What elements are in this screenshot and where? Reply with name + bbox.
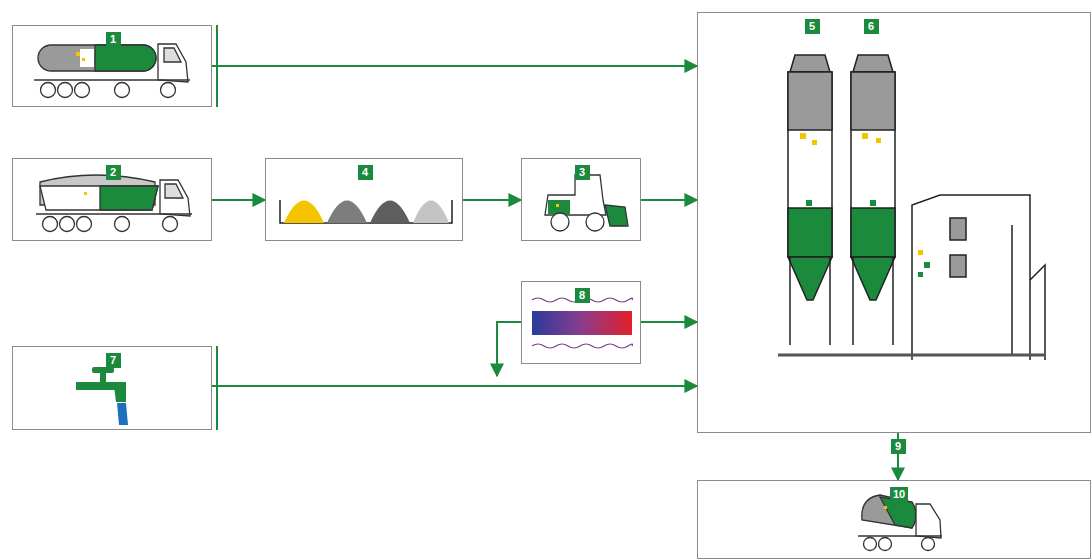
plant-panel: 56	[697, 12, 1091, 433]
callout-number: 4	[358, 165, 373, 180]
batching-plant	[778, 55, 1045, 360]
feed-bar	[216, 346, 218, 430]
flow-arrow	[212, 199, 265, 201]
flow-arrow	[463, 199, 521, 201]
badge-slot: 2	[106, 162, 121, 180]
badge-slot: 7	[106, 350, 121, 368]
mixing-building	[912, 195, 1045, 360]
process-box: 3	[521, 158, 641, 241]
callout-number: 1	[106, 32, 121, 47]
flow-arrow	[212, 385, 697, 387]
badge-slot: 4	[358, 162, 373, 180]
callout-number: 5	[805, 19, 820, 34]
callout-number: 9	[891, 439, 906, 454]
callout-number: 8	[575, 288, 590, 303]
badge-slot: 8	[575, 285, 590, 303]
process-box: 10	[697, 480, 1091, 559]
silo	[851, 55, 895, 345]
flow-arrow	[641, 199, 697, 201]
badge-slot: 3	[575, 162, 590, 180]
wheel-loader	[545, 175, 628, 231]
callout-number: 7	[106, 353, 121, 368]
silo	[788, 55, 832, 345]
process-box: 2	[12, 158, 212, 241]
process-box: 4	[265, 158, 463, 241]
callout-number: 2	[106, 165, 121, 180]
callout-number: 10	[890, 487, 908, 502]
callout-number: 6	[864, 19, 879, 34]
aggregate-piles	[280, 200, 452, 223]
badge-slot: 5	[805, 16, 820, 34]
callout-number: 3	[575, 165, 590, 180]
process-box: 1	[12, 25, 212, 107]
branch-arrow	[497, 322, 521, 376]
flow-arrow	[641, 321, 697, 323]
water-heater	[532, 298, 633, 348]
cement-tanker	[34, 44, 190, 98]
edge-label-slot: 9	[891, 436, 906, 454]
process-box: 7	[12, 346, 212, 430]
badge-slot: 6	[864, 16, 879, 34]
truck-mixer	[858, 495, 942, 551]
process-box: 8	[521, 281, 641, 364]
badge-slot: 10	[890, 484, 908, 502]
badge-slot: 1	[106, 29, 121, 47]
flow-arrow	[212, 65, 697, 67]
aggregate-truck	[36, 175, 192, 232]
water-tap	[76, 367, 128, 425]
